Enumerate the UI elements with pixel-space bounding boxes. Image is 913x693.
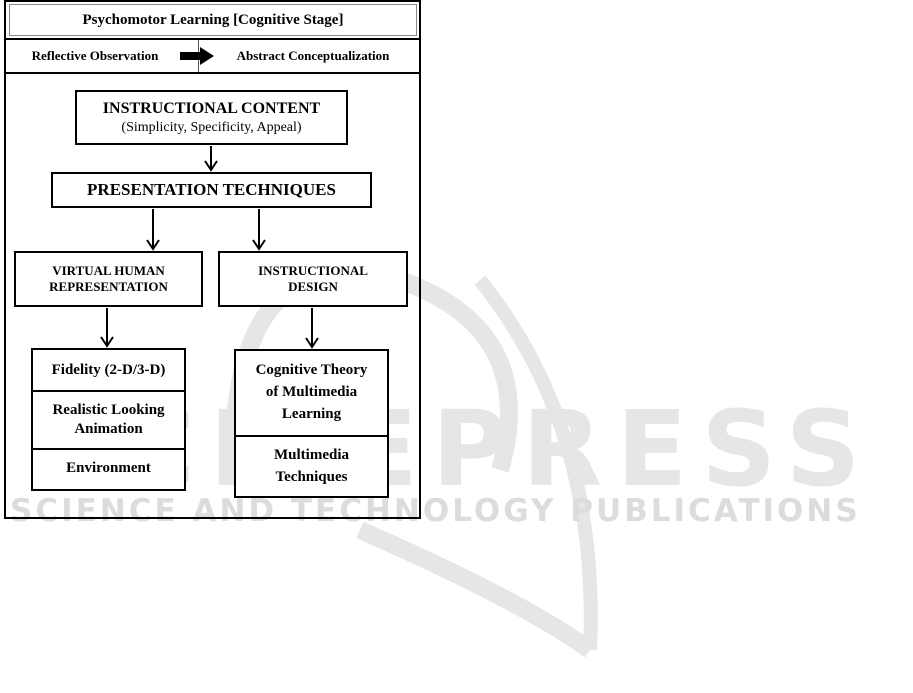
presentation-techniques-label: PRESENTATION TECHNIQUES — [87, 180, 336, 200]
instructional-design-line-1: INSTRUCTIONAL — [258, 262, 368, 278]
instructional-design-box: INSTRUCTIONAL DESIGN — [218, 251, 408, 307]
multimedia-line-1: Multimedia — [274, 446, 349, 463]
virtual-human-line-2: REPRESENTATION — [49, 279, 168, 294]
cognitive-line-2: of Multimedia — [265, 384, 358, 401]
fidelity-cell: Fidelity (2-D/3-D) — [33, 350, 184, 392]
virtual-human-box: VIRTUAL HUMAN REPRESENTATION — [14, 251, 203, 307]
realistic-line-2: Animation — [74, 421, 143, 437]
stage-right: Abstract Conceptualization — [213, 40, 413, 72]
arrow-design-to-cognitive — [305, 308, 319, 349]
realistic-line-1: Realistic Looking — [52, 402, 165, 419]
instructional-content-title: INSTRUCTIONAL CONTENT — [102, 99, 321, 117]
fidelity-label: Fidelity (2-D/3-D) — [51, 361, 166, 378]
stage-left: Reflective Observation — [10, 40, 180, 72]
arrow-presentation-to-virtual — [146, 209, 160, 251]
instructional-design-line-2: DESIGN — [288, 279, 338, 294]
left-stack: Fidelity (2-D/3-D) Realistic Looking Ani… — [31, 348, 186, 491]
stage-right-label: Abstract Conceptualization — [236, 48, 390, 63]
arrow-presentation-to-design — [252, 209, 266, 251]
realistic-cell: Realistic Looking Animation — [33, 392, 184, 450]
instructional-content-subtitle: (Simplicity, Specificity, Appeal) — [121, 119, 302, 135]
cognitive-cell: Cognitive Theory of Multimedia Learning — [236, 351, 387, 437]
multimedia-cell: Multimedia Techniques — [236, 437, 387, 496]
cognitive-line-3: Learning — [281, 405, 342, 422]
virtual-human-line-1: VIRTUAL HUMAN — [52, 262, 165, 278]
presentation-techniques-box: PRESENTATION TECHNIQUES — [51, 172, 372, 208]
stage-row — [4, 38, 421, 74]
arrow-content-to-presentation — [204, 146, 218, 172]
header-title: Psychomotor Learning [Cognitive Stage] — [82, 11, 344, 28]
multimedia-line-2: Techniques — [275, 468, 348, 485]
cognitive-line-1: Cognitive Theory — [255, 362, 368, 379]
instructional-content-box: INSTRUCTIONAL CONTENT (Simplicity, Speci… — [75, 90, 348, 145]
environment-cell: Environment — [33, 450, 184, 487]
stage-left-label: Reflective Observation — [31, 48, 159, 63]
diagram-frame — [4, 0, 421, 519]
header-title-box: Psychomotor Learning [Cognitive Stage] — [9, 4, 417, 36]
arrow-virtual-to-fidelity — [100, 308, 114, 348]
right-stack: Cognitive Theory of Multimedia Learning … — [234, 349, 389, 498]
stage-arrow-icon — [180, 47, 214, 65]
environment-label: Environment — [66, 460, 151, 477]
